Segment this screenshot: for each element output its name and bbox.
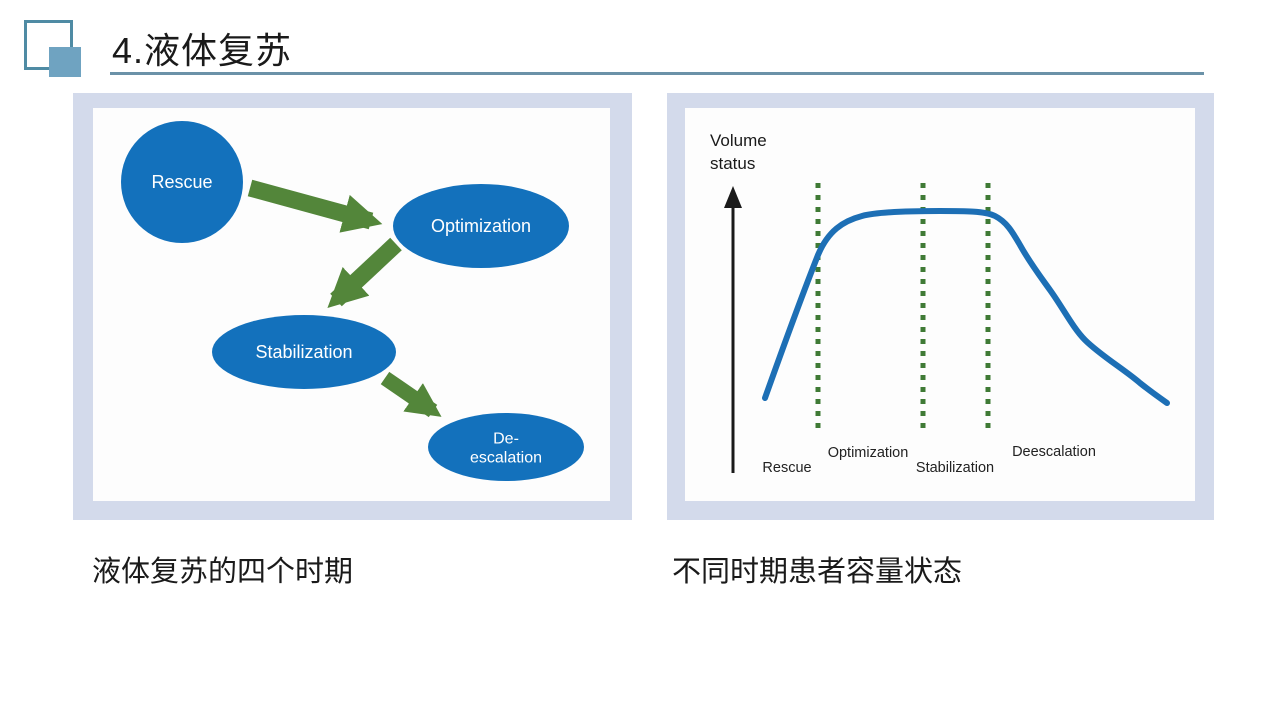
node-stabilization bbox=[212, 315, 396, 389]
node-stabilization-label: Stabilization bbox=[255, 342, 352, 362]
node-deescalation bbox=[428, 413, 584, 481]
fluid-phases-figure-panel: Rescue Optimization Stabilization De- es… bbox=[93, 108, 610, 501]
node-deescalation-label-line1: De- bbox=[493, 431, 519, 448]
y-axis-label-line2: status bbox=[710, 154, 755, 173]
volume-status-figure-frame: Volume status Rescue Optimization Stabil… bbox=[667, 93, 1214, 520]
caption-right: 不同时期患者容量状态 bbox=[672, 556, 963, 588]
volume-status-chart: Volume status Rescue Optimization Stabil… bbox=[710, 131, 1170, 476]
arrow-stabilization-to-deescalation bbox=[380, 371, 442, 418]
arrow-rescue-to-optimization bbox=[247, 179, 383, 233]
fluid-phases-diagram: Rescue Optimization Stabilization De- es… bbox=[121, 121, 584, 481]
node-rescue-label: Rescue bbox=[151, 172, 212, 192]
page-title: 4.液体复苏 bbox=[112, 30, 293, 71]
fluid-phases-figure-frame: Rescue Optimization Stabilization De- es… bbox=[73, 93, 632, 520]
node-rescue bbox=[121, 121, 243, 243]
phase-label-rescue: Rescue bbox=[762, 460, 811, 476]
volume-status-curve bbox=[762, 208, 1170, 406]
node-optimization bbox=[393, 184, 569, 268]
arrow-optimization-to-stabilization bbox=[327, 237, 402, 309]
phase-label-stabilization: Stabilization bbox=[916, 460, 994, 476]
decorative-filled-square bbox=[49, 47, 81, 77]
node-optimization-label: Optimization bbox=[431, 216, 531, 236]
phase-label-deescalation: Deescalation bbox=[1012, 444, 1096, 460]
volume-status-figure-panel: Volume status Rescue Optimization Stabil… bbox=[685, 108, 1195, 501]
decorative-outline-square bbox=[24, 20, 73, 70]
phase-label-optimization: Optimization bbox=[828, 445, 909, 461]
y-axis-arrowhead bbox=[724, 186, 742, 208]
y-axis-label-line1: Volume bbox=[710, 131, 767, 150]
node-deescalation-label-line2: escalation bbox=[470, 450, 542, 467]
title-divider bbox=[110, 72, 1204, 75]
caption-left: 液体复苏的四个时期 bbox=[92, 556, 354, 588]
